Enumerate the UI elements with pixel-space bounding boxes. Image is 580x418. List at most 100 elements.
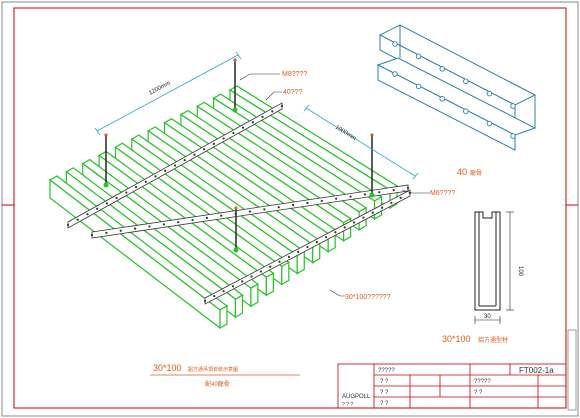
carrier-hole [392, 189, 395, 192]
carrier-hole [96, 207, 99, 210]
rod-clip [103, 182, 109, 188]
keel-hole [510, 133, 516, 139]
tb-brand: AUGPOLL [342, 394, 371, 400]
inner-frame [13, 7, 567, 409]
section-dim-height: 100 [517, 266, 523, 277]
carrier-hole [119, 229, 122, 232]
dim-1000-label: 1000mm [334, 125, 357, 142]
keel-iso-detail [376, 24, 537, 151]
carrier-hole [203, 148, 206, 151]
baffle-end [265, 272, 274, 297]
carrier-hole [241, 280, 244, 283]
carrier-hole [334, 231, 337, 234]
m8-rod-label: M8???? [282, 71, 307, 78]
carrier-group [66, 58, 412, 305]
section-caption-num: 30*100 [442, 334, 471, 344]
carrier-hole [380, 206, 384, 209]
baffle-end [219, 304, 228, 330]
carrier-hole [173, 164, 177, 167]
carrier-keel [66, 102, 284, 229]
keel-hole [439, 66, 445, 72]
carrier-hole [86, 213, 89, 216]
carrier-hole [183, 158, 186, 162]
carrier-hole [371, 211, 374, 214]
keel-hole [463, 108, 469, 114]
leader-lines [239, 73, 430, 297]
tb-row2a: ? ? [380, 379, 389, 385]
keel-hole [510, 103, 516, 109]
carrier-hole [349, 195, 352, 198]
rod-top [370, 133, 374, 137]
rod-top [104, 133, 108, 137]
carrier-hole [212, 142, 216, 145]
carrier-hole [325, 236, 328, 239]
keel-hole [392, 41, 398, 47]
keel-hole [392, 71, 398, 77]
carrier-hole [162, 223, 165, 226]
carrier-hole [352, 221, 356, 224]
carrier-hole [115, 196, 118, 200]
carrier-hole [378, 191, 381, 194]
dim-1200-label: 1200mm [148, 81, 171, 97]
carrier-hole [362, 216, 365, 219]
carrier-hole [144, 180, 147, 183]
rod-clip [233, 247, 239, 253]
carrier-hole [193, 153, 196, 156]
baffle-end [281, 261, 290, 286]
carrier-hole [291, 203, 295, 207]
baffle-end [234, 294, 244, 319]
carrier-hole [133, 227, 137, 230]
tb-row2b: ????? [474, 379, 491, 385]
hanger-rod [232, 58, 238, 113]
baffle-end [250, 283, 259, 308]
carrier-hole [222, 290, 225, 293]
carrier-hole [177, 221, 180, 224]
hanger-rod [233, 206, 239, 253]
carrier-hole [261, 115, 264, 118]
carrier-hole [90, 233, 94, 237]
keel-hole [415, 83, 422, 90]
rod-top [234, 206, 238, 210]
carrier-hole [335, 197, 338, 200]
carrier-hole [134, 186, 138, 189]
keel-hole [486, 90, 493, 97]
keel-hole [439, 96, 445, 102]
hanger-rod [103, 133, 109, 188]
carrier-hole [271, 110, 274, 113]
carrier-hole [263, 208, 266, 211]
keel-hole [415, 53, 422, 60]
carrier-hole [399, 196, 402, 200]
carrier-hole [105, 202, 109, 205]
section-dim-width: 30 [484, 314, 491, 320]
title-block [337, 363, 567, 409]
carrier-hole [315, 240, 318, 244]
carrier-hole [248, 210, 252, 213]
carrier-hole [280, 104, 284, 108]
carrier-hole [164, 169, 167, 173]
carrier-hole [297, 250, 300, 254]
carrier-hole [154, 175, 157, 178]
carrier-hole [306, 245, 309, 249]
tb-row1: ????? [378, 368, 395, 374]
main-caption-sub: 配40龍骨 [205, 380, 230, 388]
main-caption-num: 30*100 [153, 363, 182, 373]
section-caption-text: 鋁方通型材 [478, 336, 508, 344]
carrier-hole [406, 186, 410, 190]
keel-caption-num: 40 [457, 167, 467, 177]
tb-brand-sub: ? ? ? [342, 402, 353, 408]
carrier-hole [320, 199, 323, 202]
carrier-hole [148, 225, 151, 228]
carrier-hole [232, 131, 235, 135]
carrier-keel [203, 189, 412, 305]
carrier-hole [205, 216, 209, 220]
carrier-hole [213, 294, 216, 298]
rod-clip [369, 192, 375, 198]
baffle-label: 30*100?????? [345, 294, 391, 301]
carrier-hole [306, 201, 309, 205]
tb-drawing-no: FT002-1a [519, 366, 554, 375]
carrier-hole [251, 121, 254, 124]
carrier-hole [250, 275, 253, 278]
carrier-hole [390, 201, 393, 204]
